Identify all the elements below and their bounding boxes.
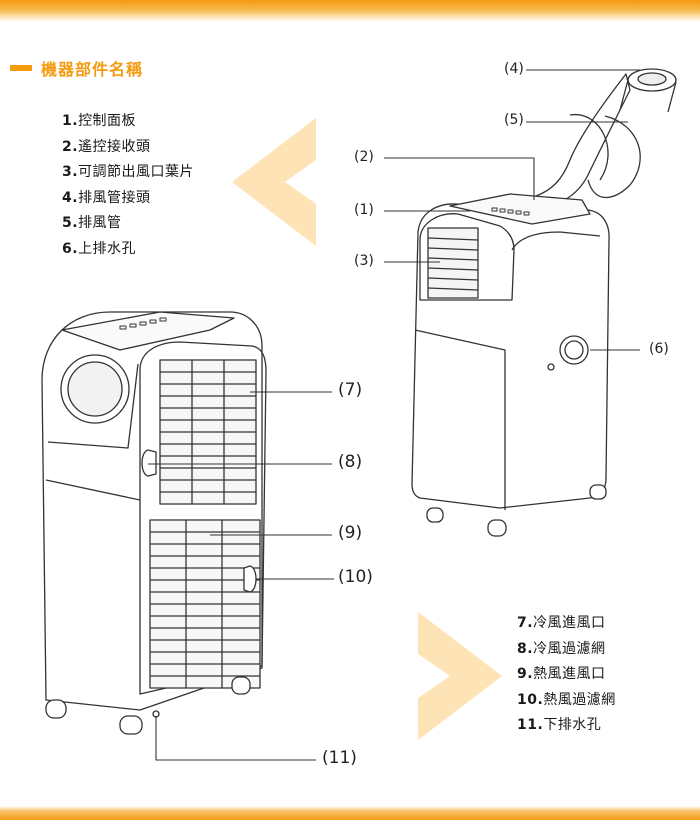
- parts-list-top: 1.控制面板 2.遙控接收頭 3.可調節出風口葉片 4.排風管接頭 5.排風管 …: [62, 109, 194, 262]
- callout-9: (9): [338, 523, 363, 543]
- list-item: 9.熱風進風口: [517, 666, 606, 682]
- control-panel: [491, 207, 530, 216]
- top-accent-band: [0, 0, 700, 22]
- unit-front-view: [41, 311, 267, 735]
- section-header: 機器部件名稱: [10, 56, 143, 80]
- list-item: 5.排風管: [62, 215, 122, 231]
- list-item: 3.可調節出風口葉片: [62, 164, 195, 180]
- drain-hole-upper: [559, 335, 589, 365]
- list-item: 6.上排水孔: [62, 240, 137, 257]
- callout-2: (2): [354, 149, 374, 165]
- callout-5: (5): [504, 112, 524, 128]
- callout-8: (8): [338, 452, 363, 472]
- callout-3: (3): [354, 253, 374, 269]
- list-item: 10.熱風過濾網: [517, 691, 616, 708]
- unit-rear-view: [411, 68, 677, 537]
- callout-4: (4): [504, 61, 524, 77]
- bottom-accent-band: [0, 806, 700, 820]
- leader-lines: [148, 69, 640, 761]
- section-title: 機器部件名稱: [41, 60, 144, 79]
- callout-10: (10): [338, 567, 373, 587]
- list-item: 2.遙控接收頭: [62, 138, 151, 155]
- callout-11: (11): [322, 748, 357, 768]
- title-accent-bar: [10, 65, 32, 71]
- callout-1: (1): [354, 202, 374, 218]
- list-item: 1.控制面板: [62, 113, 137, 129]
- cold-air-grille: [159, 359, 257, 505]
- parts-list-bottom: 7.冷風進風口 8.冷風過濾網 9.熱風進風口 10.熱風過濾網 11.下排水孔: [517, 611, 616, 739]
- list-item: 7.冷風進風口: [517, 615, 606, 631]
- chevron-right-icon: [418, 612, 502, 740]
- callout-6: (6): [649, 341, 669, 357]
- filter-handle-upper: [141, 449, 157, 477]
- list-item: 4.排風管接頭: [62, 189, 151, 206]
- chevron-left-icon: [232, 118, 316, 246]
- wheels-left-unit: [45, 676, 251, 735]
- filter-handle-lower: [243, 565, 257, 593]
- wheels-right-unit: [426, 484, 607, 537]
- exhaust-hose: [535, 73, 631, 207]
- callout-7: (7): [338, 380, 363, 400]
- list-item: 11.下排水孔: [517, 717, 602, 733]
- hot-air-grille: [149, 519, 261, 689]
- vent-louvres: [427, 227, 479, 299]
- list-item: 8.冷風過濾網: [517, 640, 606, 657]
